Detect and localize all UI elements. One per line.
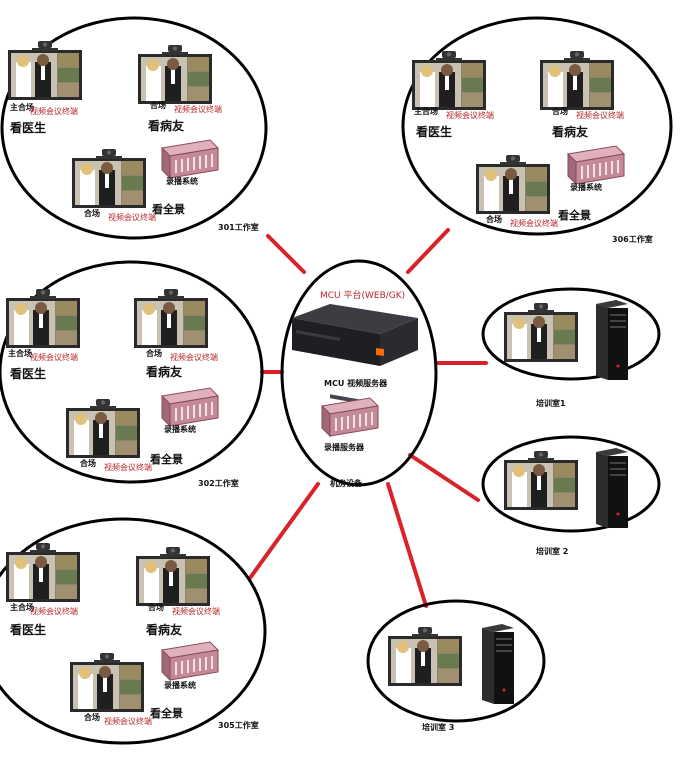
mcu-platform-label: MCU 平台(WEB/GK) [320,291,406,301]
doctor-label: 看医生 [10,121,47,135]
site-terminal-icon [138,45,212,104]
site-label: 合场 [148,603,164,612]
site-terminal-icon [476,155,550,214]
recorder-label: 录播系统 [164,425,196,434]
site-label: 合场 [552,107,568,116]
recorder-label: 录播系统 [166,177,198,186]
room-label-301: 301工作室 [218,223,259,232]
recorder-server-icon [321,397,379,437]
link-301 [266,234,306,274]
terminal-label: 视频会议终端 [170,353,218,362]
recorder-label: 录播系统 [570,183,602,192]
recorder-icon [161,387,219,427]
site-terminal-icon [136,547,210,606]
terminal-label: 视频会议终端 [510,219,558,228]
link-training-2 [408,453,480,502]
main-site-terminal-icon [6,543,80,602]
pc-icon [482,624,514,704]
patient-label: 看病友 [146,365,183,379]
patient-label: 看病友 [552,125,589,139]
site-terminal-icon [540,51,614,110]
link-306 [406,228,450,274]
training-room-label-1: 培训室1 [536,399,566,408]
doctor-label: 看医生 [416,125,453,139]
main-site-label: 主合场 [10,603,34,612]
doctor-label: 看医生 [10,367,47,381]
training-room-label-3: 培训室 3 [422,723,455,732]
training-terminal-icon [504,303,578,362]
doctor-label: 看医生 [10,623,47,637]
panorama-label: 看全景 [152,203,185,216]
ellipse-305 [0,517,267,745]
recorder-icon [567,145,625,185]
room-label-305: 305工作室 [218,721,259,730]
recorder-server-label: 录播服务器 [324,443,364,452]
site-label: 合场 [84,713,100,722]
machine-room-label: 机房设备 [330,479,362,488]
recorder-icon [161,641,219,681]
main-site-terminal-icon [412,51,486,110]
ellipse-301 [0,16,268,240]
site-label: 合场 [150,101,166,110]
recorder-label: 录播系统 [164,681,196,690]
recorder-icon [161,139,219,179]
training-1-devices [504,300,628,380]
terminal-label: 视频会议终端 [30,607,78,616]
ellipse-302 [0,260,264,484]
main-site-terminal-icon [8,41,82,100]
patient-label: 看病友 [148,119,185,133]
pc-icon [596,300,628,380]
site-terminal-icon [66,399,140,458]
link-305 [248,482,320,580]
ellipses [0,16,673,745]
ellipse-mcu [280,259,438,487]
terminal-label: 视频会议终端 [30,107,78,116]
site-label: 合场 [80,459,96,468]
site-terminal-icon [72,149,146,208]
pc-icon [596,448,628,528]
ellipse-training-1 [481,287,661,381]
mcu-server-icon [292,304,418,404]
training-terminal-icon [504,451,578,510]
terminal-label: 视频会议终端 [104,463,152,472]
room-label-306: 306工作室 [612,235,653,244]
ellipse-training-3 [366,599,546,723]
terminal-label: 视频会议终端 [174,105,222,114]
training-3-devices [388,624,514,704]
panorama-label: 看全景 [150,453,183,466]
ellipse-306 [401,16,673,236]
site-terminal-icon [134,289,208,348]
link-training-3 [386,482,428,608]
main-site-terminal-icon [6,289,80,348]
ellipse-training-2 [481,435,661,533]
terminal-label: 视频会议终端 [104,717,152,726]
site-label: 合场 [146,349,162,358]
main-site-label: 主合场 [414,107,438,116]
site-label: 合场 [486,215,502,224]
main-site-label: 主合场 [10,103,34,112]
terminal-label: 视频会议终端 [446,111,494,120]
site-label: 合场 [84,209,100,218]
training-2-devices [504,448,628,528]
terminal-label: 视频会议终端 [172,607,220,616]
terminal-label: 视频会议终端 [576,111,624,120]
main-site-label: 主合场 [8,349,32,358]
mcu-server-label: MCU 视频服务器 [324,379,388,388]
training-terminal-icon [388,627,462,686]
site-terminal-icon [70,653,144,712]
terminal-label: 视频会议终端 [108,213,156,222]
terminal-label: 视频会议终端 [30,353,78,362]
patient-label: 看病友 [146,623,183,637]
training-room-label-2: 培训室 2 [536,547,569,556]
panorama-label: 看全景 [558,209,591,222]
room-label-302: 302工作室 [198,479,239,488]
panorama-label: 看全景 [150,707,183,720]
links [248,228,488,608]
